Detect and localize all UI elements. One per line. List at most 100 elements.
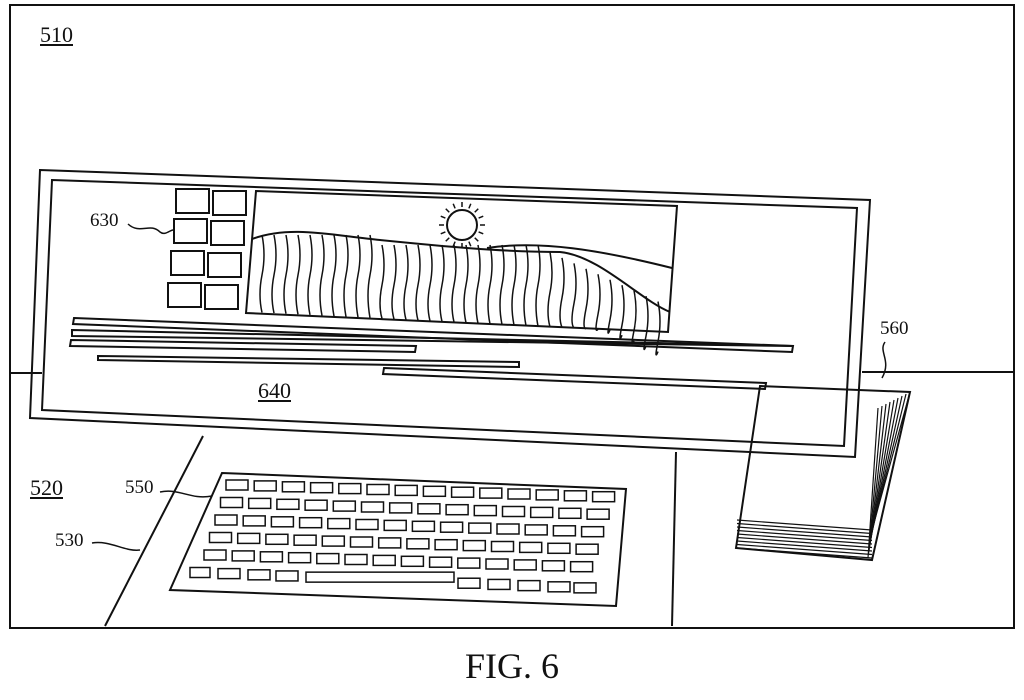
hatch-line [391, 244, 397, 320]
app-icon [207, 252, 242, 278]
keyboard-key [293, 534, 317, 546]
keyboard-key [394, 484, 418, 497]
keyboard-key [434, 538, 458, 551]
stack-layer [736, 533, 873, 545]
sun-ray [478, 231, 484, 235]
hatch-line [331, 234, 337, 317]
keyboard-key [439, 521, 464, 533]
keyboard-key [372, 554, 396, 567]
keyboard-key [445, 503, 469, 516]
keyboard-key [547, 542, 571, 555]
keyboard-key [287, 551, 312, 564]
hatch-line [475, 244, 481, 324]
keyboard-key [217, 567, 241, 580]
hatch-line [547, 252, 553, 328]
keyboard-key [214, 514, 238, 526]
keyboard-key [591, 490, 616, 503]
keyboard-key [563, 490, 588, 502]
leader-530 [91, 541, 141, 551]
app-icon [212, 190, 247, 216]
keyboard-key [332, 500, 357, 512]
stack-layer-side [867, 405, 883, 555]
keyboard-key [275, 570, 299, 582]
app-icon [167, 282, 202, 308]
hatch-line [607, 279, 613, 334]
keyboard-key [338, 482, 362, 495]
keyboard-key [321, 535, 346, 547]
keyboard-key [485, 558, 509, 570]
keyboard-key [529, 506, 554, 519]
stack-layer-side [868, 401, 891, 548]
keyboard-key [242, 515, 266, 527]
keyboard-key [309, 481, 334, 494]
hatch-line [283, 234, 289, 314]
hatch-line [523, 244, 529, 326]
stack-layer [736, 529, 873, 542]
environment-frame [9, 4, 1015, 629]
keyboard-key [208, 531, 233, 544]
keyboard-key [247, 497, 272, 510]
keyboard-key [457, 577, 481, 589]
keyboard-key [225, 479, 249, 491]
hatch-line [559, 257, 565, 328]
keyboard-key [400, 555, 425, 568]
keyboard-key [355, 518, 379, 531]
keyboard-key [298, 516, 323, 529]
text-bar [71, 316, 795, 354]
sun-ray [478, 215, 484, 219]
sun-ray [474, 208, 479, 213]
keyboard-key [411, 520, 436, 533]
hatch-line [355, 234, 361, 318]
sun-ray [445, 237, 450, 242]
keyboard-key [473, 504, 498, 517]
keyboard-key [496, 523, 520, 535]
keyboard-key [569, 560, 594, 573]
keyboard-key [541, 560, 566, 572]
text-bar [97, 354, 520, 369]
virtual-display-outer [28, 168, 872, 459]
sun-ray [452, 241, 456, 247]
keyboard-key [513, 559, 537, 571]
sun-ray [440, 231, 446, 235]
app-icon [175, 188, 210, 214]
keyboard-key [360, 501, 385, 513]
keyboard-outline [168, 471, 628, 608]
hatch-line [535, 244, 541, 327]
keyboard-key [189, 566, 211, 579]
app-icon [204, 284, 239, 310]
keyboard-key [575, 543, 599, 555]
stack-layer [736, 547, 873, 559]
keyboard-key [349, 536, 374, 548]
keyboard-key [327, 517, 351, 530]
keyboard-key [231, 550, 255, 562]
hatch-line [427, 244, 433, 322]
sun-ray [440, 215, 446, 219]
keyboard-key [377, 537, 402, 549]
keyboard-key [573, 582, 597, 594]
keyboard-key [236, 532, 261, 545]
label-640: 640 [258, 378, 291, 403]
keyboard-key [558, 507, 582, 520]
sun-ray [468, 203, 472, 209]
keyboard-key [422, 485, 447, 498]
keyboard-key [552, 525, 577, 537]
hatch-line [307, 234, 313, 316]
landscape-image-frame [244, 189, 679, 334]
hatch-line [487, 244, 493, 325]
virtual-display-inner [40, 178, 859, 448]
hatch-line [595, 274, 601, 331]
sun-ray [468, 241, 472, 247]
keyboard-key [265, 533, 289, 546]
hatch-line [571, 263, 577, 329]
keyboard-key [450, 486, 475, 498]
keyboard-key [547, 581, 571, 593]
label-560: 560 [880, 318, 909, 339]
keyboard-key [490, 540, 515, 553]
keyboard-key [535, 489, 559, 501]
label-510: 510 [40, 22, 73, 47]
keyboard-key [316, 552, 340, 565]
stack-layer-side [867, 407, 879, 559]
hatch-line [643, 295, 649, 351]
hatch-line [367, 234, 373, 319]
leader-560 [881, 341, 887, 379]
